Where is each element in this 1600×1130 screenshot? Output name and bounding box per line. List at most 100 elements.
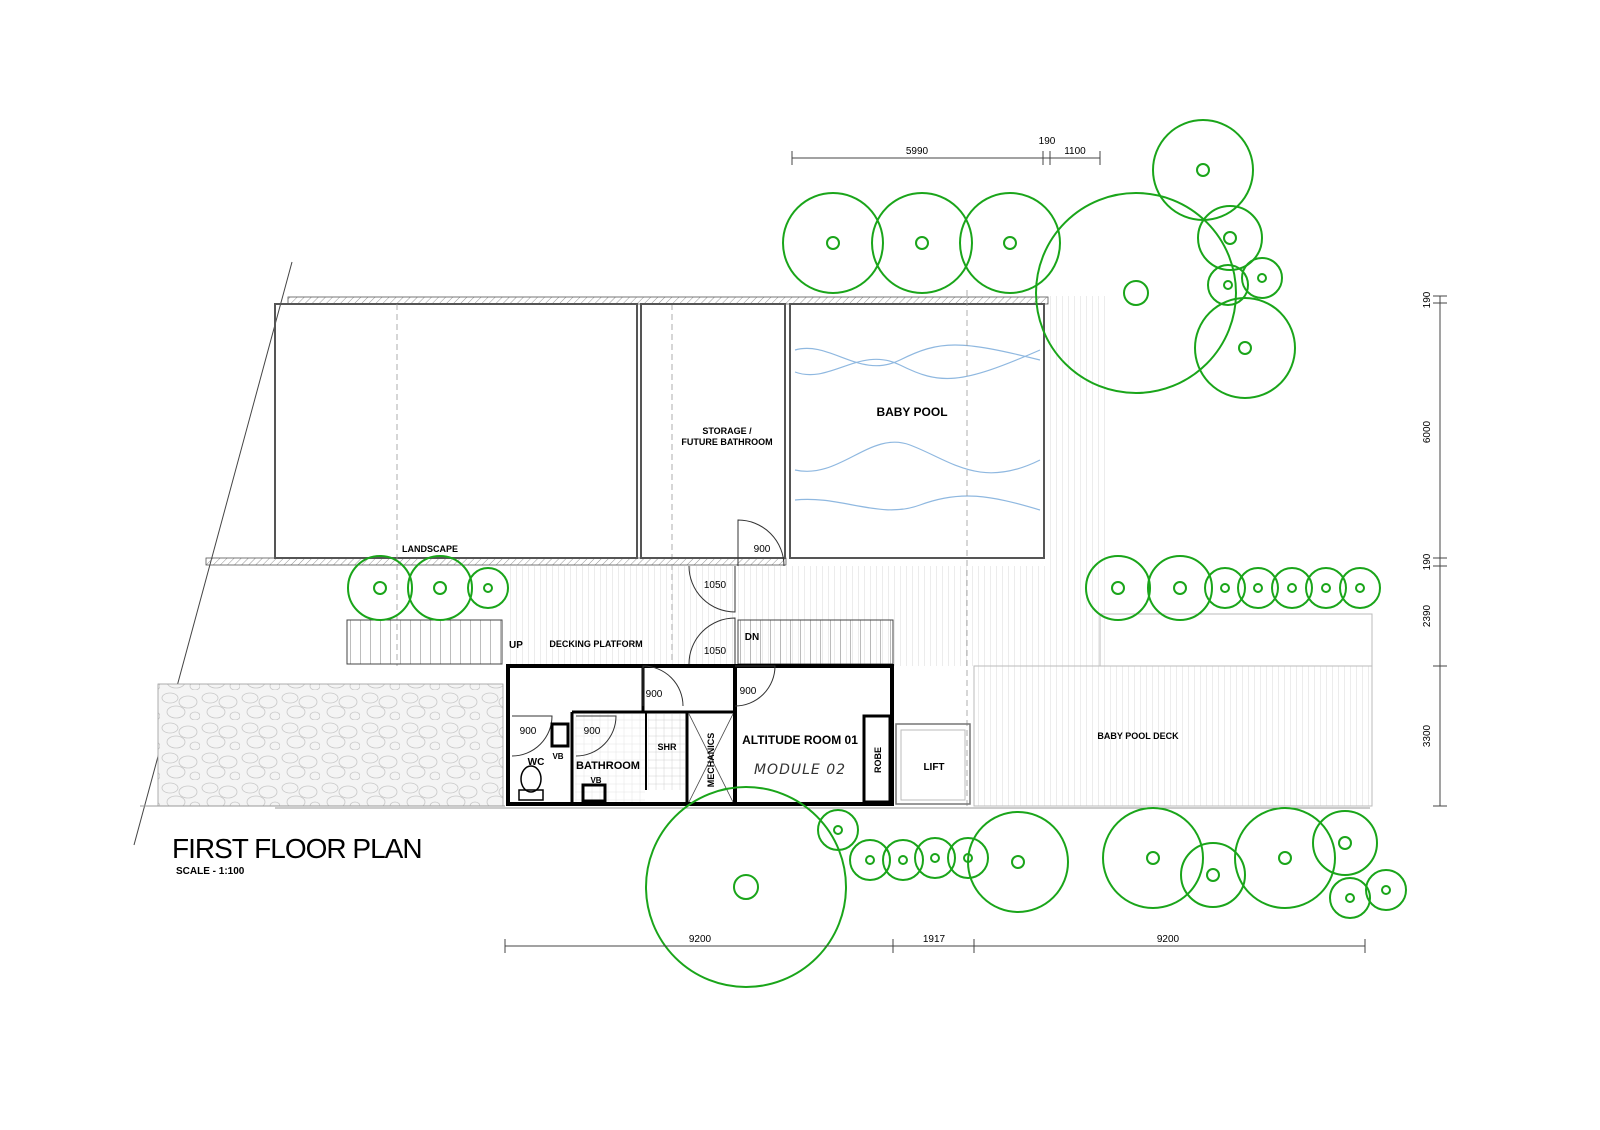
- pool-water-wave-2: [794, 349, 1041, 380]
- dim-top-5990: 5990: [906, 146, 929, 157]
- dim-bottom-9200-a: 9200: [689, 934, 712, 945]
- tree-canopy: [1365, 869, 1407, 911]
- tree-trunk: [1338, 836, 1352, 850]
- pool-water-wave-3: [794, 441, 1041, 474]
- tree-canopy: [1204, 567, 1246, 609]
- tree-trunk: [1238, 341, 1252, 355]
- tree-trunk: [833, 825, 843, 835]
- door-size-entry: 900: [646, 689, 663, 700]
- tree-canopy: [1152, 119, 1254, 221]
- tree-trunk: [1278, 851, 1292, 865]
- tree-canopy: [1237, 567, 1279, 609]
- storage-room-outline: [640, 303, 786, 559]
- dim-right-190-a: 190: [1422, 291, 1433, 308]
- tree-trunk: [826, 236, 840, 250]
- tree-trunk: [1321, 583, 1331, 593]
- stone-landscape-area: [157, 683, 504, 807]
- dim-right-2390: 2390: [1422, 604, 1433, 627]
- tree-trunk: [733, 874, 759, 900]
- tree-trunk: [483, 583, 493, 593]
- stairs-down: [737, 619, 894, 665]
- door-size-deck-2: 1050: [704, 646, 727, 657]
- tree-canopy: [1241, 257, 1283, 299]
- door-swing-altitude: [734, 665, 776, 707]
- lift-outline: [895, 723, 971, 805]
- pool-water-wave-1: [794, 344, 1041, 367]
- label-storage-1: STORAGE /: [702, 426, 752, 436]
- deck-door-swing-1: [688, 565, 736, 613]
- tree-canopy: [1194, 297, 1296, 399]
- dim-top-1100: 1100: [1064, 146, 1086, 157]
- tree-canopy: [1312, 810, 1378, 876]
- tree-canopy: [347, 555, 413, 621]
- tree-trunk: [1146, 851, 1160, 865]
- landscape-wall: [205, 557, 787, 566]
- tree-canopy: [871, 192, 973, 294]
- tree-trunk: [1111, 581, 1125, 595]
- plan-title: FIRST FLOOR PLAN: [172, 833, 422, 864]
- label-decking-platform: DECKING PLATFORM: [549, 639, 642, 649]
- shower-tiles: [648, 714, 685, 790]
- label-storage-2: FUTURE BATHROOM: [681, 437, 772, 447]
- dim-bottom-1917: 1917: [923, 934, 946, 945]
- right-dimensions: [1433, 295, 1447, 807]
- tree-canopy: [947, 837, 989, 879]
- label-dn: DN: [745, 632, 759, 643]
- tree-canopy: [645, 786, 847, 988]
- dim-right-6000: 6000: [1422, 420, 1433, 443]
- tree-trunk: [1381, 885, 1391, 895]
- tree-trunk: [898, 855, 908, 865]
- tree-canopy: [467, 567, 509, 609]
- top-dimensions: [791, 151, 1101, 165]
- tree-trunk: [373, 581, 387, 595]
- tree-canopy: [407, 555, 473, 621]
- tree-trunk: [1011, 855, 1025, 869]
- tree-trunk: [915, 236, 929, 250]
- label-lift: LIFT: [923, 762, 944, 773]
- stairs-up: [346, 619, 503, 665]
- pool-water-wave-4: [794, 495, 1041, 511]
- storage-door-swing: [737, 519, 785, 567]
- label-baby-pool-deck: BABY POOL DECK: [1097, 731, 1179, 741]
- tree-trunk: [1196, 163, 1210, 177]
- label-vb-wc: VB: [552, 752, 563, 761]
- label-vb-bath: VB: [590, 776, 601, 785]
- door-swing-wc: [511, 715, 553, 757]
- tree-canopy: [782, 192, 884, 294]
- tree-trunk: [930, 853, 940, 863]
- door-size-wc: 900: [520, 726, 537, 737]
- tree-canopy: [914, 837, 956, 879]
- label-wc: WC: [528, 757, 545, 768]
- tree-trunk: [865, 855, 875, 865]
- door-size-altitude: 900: [740, 686, 757, 697]
- door-size-deck-1: 1050: [704, 580, 727, 591]
- dim-right-190-b: 190: [1422, 553, 1433, 570]
- tree-trunk: [1355, 583, 1365, 593]
- tree-canopy: [959, 192, 1061, 294]
- label-shr: SHR: [657, 742, 677, 752]
- tree-canopy: [1329, 877, 1371, 919]
- tree-trunk: [1123, 280, 1149, 306]
- dim-bottom-9200-b: 9200: [1157, 934, 1180, 945]
- label-bathroom: BATHROOM: [576, 760, 640, 772]
- label-robe: ROBE: [873, 747, 883, 773]
- tree-canopy: [1147, 555, 1213, 621]
- tree-canopy: [1305, 567, 1347, 609]
- tree-canopy: [1180, 842, 1246, 908]
- tree-canopy: [1035, 192, 1237, 394]
- tree-trunk: [1223, 280, 1233, 290]
- deck-door-swing-2: [688, 617, 736, 665]
- tree-canopy: [1339, 567, 1381, 609]
- dim-right-3300: 3300: [1422, 724, 1433, 747]
- tree-trunk: [433, 581, 447, 595]
- baby-pool-deck-area: [973, 665, 1373, 807]
- tree-canopy: [849, 839, 891, 881]
- toilet-cistern: [518, 789, 544, 801]
- label-altitude-room: ALTITUDE ROOM 01: [742, 733, 858, 747]
- vanity-basin-wc: [550, 722, 570, 748]
- door-size-bath: 900: [584, 726, 601, 737]
- plan-scale: SCALE - 1:100: [176, 866, 245, 877]
- door-swing-entry: [642, 665, 684, 707]
- label-module: MODULE 02: [754, 762, 846, 778]
